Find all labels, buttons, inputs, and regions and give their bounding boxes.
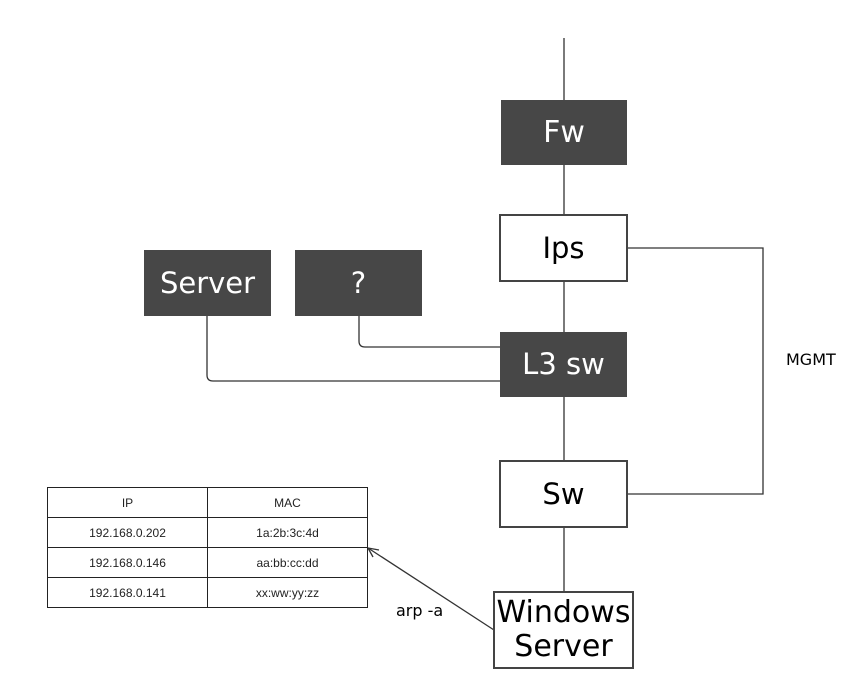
- table-row: 192.168.0.146 aa:bb:cc:dd: [47, 547, 368, 578]
- unknown-label: ?: [350, 265, 367, 300]
- server-label: Server: [159, 265, 256, 300]
- l3sw-label: L3 sw: [522, 347, 605, 382]
- ip-column-header: IP: [47, 487, 208, 518]
- ip-cell: 192.168.0.146: [47, 547, 208, 578]
- server-l3sw-link: [206, 316, 500, 382]
- arp-arrowhead: [367, 547, 380, 558]
- ip-cell: 192.168.0.202: [47, 517, 208, 548]
- windows-server-label-line2: Server: [514, 629, 613, 664]
- sw-node: Sw: [499, 460, 628, 528]
- unknown-l3sw-link: [358, 316, 500, 348]
- windows-server-label-line1: Windows: [496, 595, 631, 631]
- arp-table: IP MAC 192.168.0.202 1a:2b:3c:4d 192.168…: [47, 487, 368, 608]
- arp-table-header-row: IP MAC: [47, 487, 368, 518]
- mgmt-link: [627, 247, 764, 495]
- fw-label: Fw: [543, 114, 585, 150]
- ips-node: Ips: [499, 214, 628, 282]
- mac-cell: 1a:2b:3c:4d: [207, 517, 368, 548]
- ip-cell: 192.168.0.141: [47, 577, 208, 608]
- fw-node: Fw: [501, 100, 627, 165]
- server-node: Server: [144, 250, 271, 316]
- mac-cell: xx:ww:yy:zz: [207, 577, 368, 608]
- ips-label: Ips: [542, 230, 585, 265]
- table-row: 192.168.0.202 1a:2b:3c:4d: [47, 517, 368, 548]
- unknown-node: ?: [295, 250, 422, 316]
- l3sw-node: L3 sw: [500, 332, 627, 397]
- sw-label: Sw: [542, 476, 585, 511]
- arp-command-label: arp -a: [396, 601, 444, 620]
- windows-server-node: Windows Server: [493, 591, 634, 669]
- table-row: 192.168.0.141 xx:ww:yy:zz: [47, 577, 368, 608]
- mac-cell: aa:bb:cc:dd: [207, 547, 368, 578]
- arp-arrow: [367, 547, 495, 631]
- mgmt-label: MGMT: [786, 350, 836, 369]
- mac-column-header: MAC: [207, 487, 368, 518]
